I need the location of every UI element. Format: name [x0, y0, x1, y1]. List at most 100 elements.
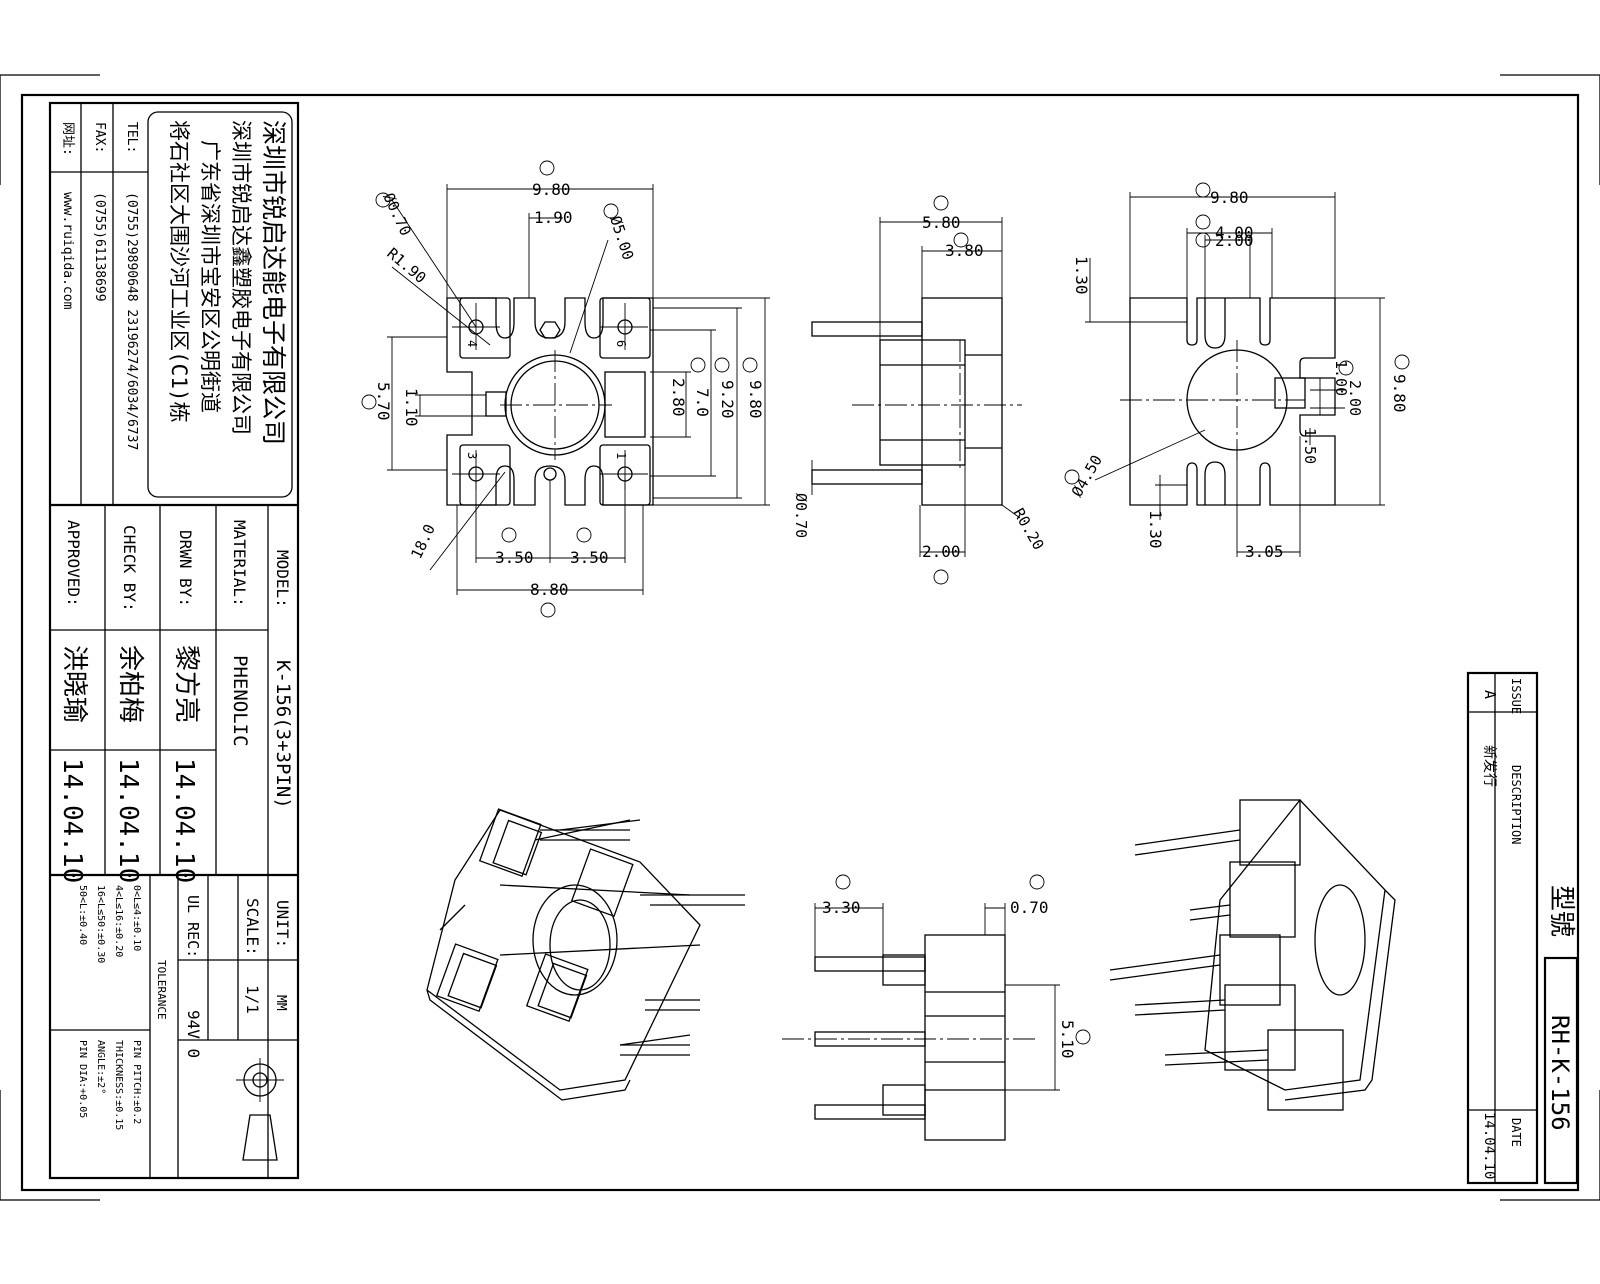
tol-right-4: PIN DIA:+0.05 [77, 1040, 88, 1118]
drawn-date: 14.04.10 [169, 758, 199, 883]
ul-label: UL REC: [184, 895, 202, 958]
desc-value: 新发行 [1481, 745, 1497, 787]
dim-bottom-1-30-low: 1.30 [1146, 510, 1165, 549]
approved-name: 洪晓瑜 [59, 645, 89, 723]
pin-label-4: 4 [465, 340, 479, 347]
pin-label-3: 3 [465, 452, 479, 459]
pin-label-1: 1 [614, 452, 628, 459]
side-view: 5.80 3.80 Ø0.70 R0.20 2.00 [792, 195, 1048, 585]
unit-value: MM [273, 995, 288, 1011]
tol-left-4: 50<L:±0.40 [77, 885, 88, 945]
fax-label: FAX: [92, 122, 107, 153]
dim-front-5-10: 5.10 [1058, 1020, 1077, 1059]
dim-inner-7: 7.0 [693, 388, 712, 417]
date-label: DATE [1509, 1118, 1523, 1147]
address-line-1: 广东省深圳市宝安区公明街道 [198, 140, 222, 413]
scale-value: 1/1 [243, 985, 262, 1014]
dim-side-width: 5.80 [922, 213, 961, 232]
dim-top-width: 9.80 [532, 180, 571, 199]
issue-label: ISSUE [1509, 678, 1523, 714]
desc-label: DESCRIPTION [1509, 765, 1523, 844]
part-number: RH-K-156 [1546, 1015, 1574, 1131]
balloon-markers-bottom [1064, 182, 1410, 485]
dim-bore-radius: R1.90 [383, 244, 429, 287]
drawing-border [20, 93, 1580, 1192]
pin-label-6: 6 [614, 340, 628, 347]
dim-slot-2-80: 2.80 [669, 378, 688, 417]
tel-value: (0755)29890648 23196274/6034/6737 [124, 192, 139, 450]
check-name: 余柏梅 [115, 645, 145, 723]
ul-value: 94V 0 [184, 1010, 203, 1058]
isometric-view-bottom [1109, 799, 1396, 1111]
balloon-markers-top [361, 160, 758, 618]
address-line-2: 将石社区大围沙河工业区(C1)栋 [167, 120, 191, 423]
fax-value: (0755)61138699 [92, 192, 107, 302]
isometric-view-top [426, 808, 745, 1101]
factory-name: 深圳市锐启达鑫塑胶电子有限公司 [229, 120, 253, 435]
dim-corner-radius: R0.20 [1010, 505, 1048, 553]
dim-bottom-3-05: 3.05 [1245, 542, 1284, 561]
dim-bottom-1-30-top: 1.30 [1072, 256, 1091, 295]
issue-value: A [1481, 690, 1499, 699]
dim-side-bottom: 2.00 [922, 542, 961, 561]
dim-front-0-70: 0.70 [1010, 898, 1049, 917]
dim-top-slot: 1.90 [534, 208, 573, 227]
tol-left-3: 16<L≤50:±0.30 [95, 885, 106, 963]
dim-bottom-2b: 2.00 [1346, 380, 1364, 416]
balloon-markers-front [835, 874, 1091, 1045]
front-view: 3.30 0.70 5.10 [782, 874, 1091, 1141]
tol-left-2: 4<L≤16:±0.20 [113, 885, 124, 957]
dim-bottom-width-9-80: 9.80 [1210, 188, 1249, 207]
dim-bottom-hole: Ø4.50 [1068, 452, 1106, 500]
scale-label: SCALE: [243, 898, 262, 956]
sheet-corner-marks [0, 74, 1600, 1201]
balloon-markers-side [933, 195, 969, 585]
dim-pitch-b: 3.50 [570, 548, 609, 567]
dim-front-3-30: 3.30 [822, 898, 861, 917]
dim-slot-height: 5.70 [374, 382, 393, 421]
model-value: K-156(3+3PIN) [272, 660, 294, 809]
tolerance-label: TOLERANCE [155, 960, 168, 1020]
material-label: MATERIAL: [230, 520, 249, 607]
bottom-view: 9.80 4.00 2.00 1.30 1.30 1.00 2.00 1.50 … [1064, 182, 1410, 561]
dim-hole-dia: Ø0.70 [379, 190, 414, 239]
top-view: 9.80 1.90 Ø0.70 R1.90 Ø5.00 5.70 1.10 2.… [361, 160, 770, 618]
revision-block: ISSUE A DESCRIPTION 新发行 DATE 14.04.10 型號… [1466, 671, 1579, 1185]
dim-bottom-2: 2.00 [1215, 231, 1254, 250]
check-date: 14.04.10 [113, 758, 143, 883]
material-value: PHENOLIC [229, 655, 251, 747]
dim-pitch-a: 3.50 [495, 548, 534, 567]
tol-right-3: ANGLE:±2° [95, 1040, 106, 1094]
dim-bottom-1: 1.00 [1332, 360, 1350, 396]
dim-inner-9-20: 9.20 [718, 380, 737, 419]
check-label: CHECK BY: [120, 525, 139, 612]
date-value: 14.04.10 [1481, 1112, 1497, 1179]
dim-bottom-4: 4.00 [1215, 223, 1254, 242]
dim-side-width-2: 3.80 [945, 241, 984, 260]
title-block: 深圳市锐启达能电子有限公司 深圳市锐启达鑫塑胶电子有限公司 广东省深圳市宝安区公… [48, 101, 300, 1180]
web-label: 网址: [60, 122, 75, 156]
drawn-label: DRWN BY: [176, 530, 195, 607]
tol-right-1: PIN PITCH:±0.2 [131, 1040, 142, 1124]
company-name: 深圳市锐启达能电子有限公司 [259, 120, 288, 445]
approved-label: APPROVED: [64, 520, 83, 607]
approved-date: 14.04.10 [57, 758, 87, 883]
tol-left-1: 0<L≤4:±0.10 [131, 885, 142, 951]
dim-bottom-1-50: 1.50 [1301, 428, 1319, 464]
company-box [147, 111, 293, 498]
tel-label: TEL: [124, 122, 139, 153]
tol-right-2: THICKNESS:±0.15 [113, 1040, 124, 1130]
dim-bore-dia: Ø5.00 [606, 214, 637, 263]
type-label: 型號 [1546, 885, 1576, 937]
drawn-name: 黎方亮 [171, 645, 201, 723]
model-label: MODEL: [273, 550, 292, 608]
dim-outer-9-80: 9.80 [746, 380, 765, 419]
dim-pin-dia: Ø0.70 [792, 493, 810, 538]
dim-angle: 18.0 [407, 521, 439, 561]
projection-symbol-icon [236, 1058, 284, 1161]
dim-slot-vertical: 1.10 [402, 388, 421, 427]
unit-label: UNIT: [273, 900, 292, 948]
web-value: www.ruiqida.com [60, 192, 75, 310]
